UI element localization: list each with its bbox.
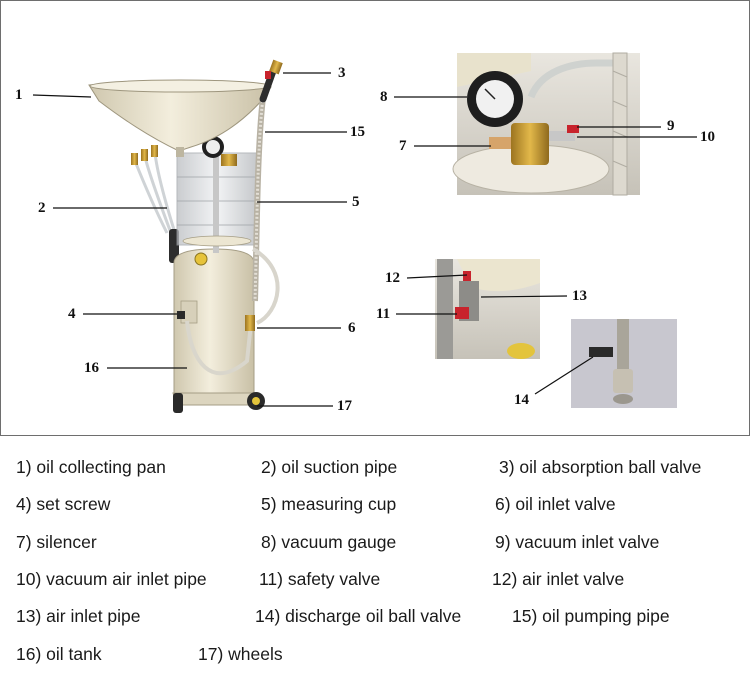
oil-drainer-machine	[88, 59, 283, 413]
diagram-figure: 1 2 3 4 5 6 7 8 9 10 11 12 13 14 15 16 1…	[0, 0, 750, 436]
callout-10: 10	[700, 129, 715, 145]
legend-item-9: 9) vacuum inlet valve	[495, 532, 660, 552]
legend-item-17: 17) wheels	[198, 644, 283, 664]
callout-5: 5	[352, 194, 360, 210]
legend-item-7: 7) silencer	[16, 532, 97, 552]
legend-item-1: 1) oil collecting pan	[16, 457, 166, 477]
set-screw-illustration	[177, 311, 185, 319]
legend-item-15: 15) oil pumping pipe	[512, 606, 670, 626]
legend-item-4: 4) set screw	[16, 494, 111, 514]
legend-item-14: 14) discharge oil ball valve	[255, 606, 462, 626]
legend-item-5: 5) measuring cup	[261, 494, 397, 514]
callout-2: 2	[38, 200, 46, 216]
oil-inlet-valve-illustration	[245, 315, 255, 331]
inset-gauge-closeup	[452, 52, 640, 196]
callout-6: 6	[348, 320, 356, 336]
hose-loop	[251, 247, 280, 325]
callout-3: 3	[338, 65, 346, 81]
callout-15: 15	[350, 124, 365, 140]
callout-12: 12	[385, 270, 400, 286]
legend-item-13: 13) air inlet pipe	[16, 606, 141, 626]
legend-item-12: 12) air inlet valve	[492, 569, 625, 589]
callout-16: 16	[84, 360, 99, 376]
callout-14: 14	[514, 392, 529, 408]
oil-suction-pipe-illustration	[131, 145, 179, 263]
inset-air-inlet-closeup	[435, 259, 540, 359]
legend-item-8: 8) vacuum gauge	[261, 532, 397, 552]
product-illustration	[32, 52, 697, 413]
callout-8: 8	[380, 89, 388, 105]
oil-collecting-pan-illustration	[88, 79, 272, 157]
legend-item-3: 3) oil absorption ball valve	[499, 457, 702, 477]
measuring-cup-illustration	[176, 152, 258, 253]
callout-17: 17	[337, 398, 352, 414]
legend-item-2: 2) oil suction pipe	[261, 457, 398, 477]
callout-13: 13	[572, 288, 587, 304]
callout-9: 9	[667, 118, 675, 134]
legend-item-11: 11) safety valve	[259, 569, 381, 589]
callout-4: 4	[68, 306, 76, 322]
inset-discharge-valve-closeup	[571, 319, 677, 408]
callout-1: 1	[15, 87, 23, 103]
legend-item-16: 16) oil tank	[16, 644, 102, 664]
legend-item-10: 10) vacuum air inlet pipe	[16, 569, 207, 589]
legend-item-6: 6) oil inlet valve	[495, 494, 616, 514]
wheels-illustration	[172, 392, 265, 413]
oil-pumping-pipe-illustration	[252, 59, 283, 302]
leader-lines	[32, 72, 697, 407]
callout-11: 11	[376, 306, 391, 322]
parts-legend: 1) oil collecting pan 2) oil suction pip…	[0, 436, 750, 675]
drain-hose	[185, 320, 253, 376]
gauge-illustration	[202, 136, 237, 166]
callout-7: 7	[399, 138, 407, 154]
